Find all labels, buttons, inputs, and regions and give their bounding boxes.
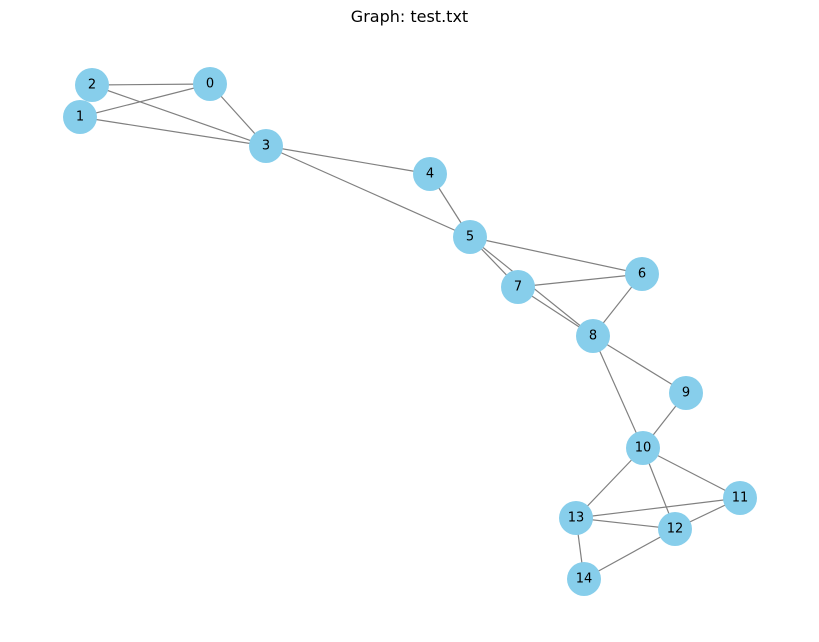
node-label-4: 4 [426,167,434,182]
node-circle-11 [723,481,757,515]
node-12: 12 [658,512,692,546]
edge-8-10 [592,335,644,449]
node-9: 9 [669,376,703,410]
node-label-12: 12 [667,522,684,537]
node-8: 8 [576,319,610,353]
edge-2-3 [91,84,267,147]
node-2: 2 [75,68,109,102]
node-circle-7 [501,270,535,304]
node-circle-14 [567,562,601,596]
node-label-11: 11 [732,491,749,506]
node-circle-3 [249,129,283,163]
node-circle-4 [413,157,447,191]
edge-1-3 [79,116,267,147]
node-circle-2 [75,68,109,102]
edges-layer [79,83,741,580]
node-circle-8 [576,319,610,353]
node-circle-0 [193,67,227,101]
node-0: 0 [193,67,227,101]
node-3: 3 [249,129,283,163]
node-10: 10 [626,431,660,465]
node-label-5: 5 [466,230,474,245]
edge-11-13 [575,497,741,519]
node-5: 5 [453,220,487,254]
node-circle-6 [625,257,659,291]
node-circle-5 [453,220,487,254]
node-1: 1 [63,100,97,134]
graph-title: Graph: test.txt [350,7,469,26]
node-7: 7 [501,270,535,304]
edge-8-9 [592,335,687,394]
node-13: 13 [559,501,593,535]
edge-6-7 [517,273,643,288]
edge-0-2 [91,83,211,86]
node-label-9: 9 [682,386,690,401]
node-14: 14 [567,562,601,596]
node-4: 4 [413,157,447,191]
node-label-0: 0 [206,77,214,92]
node-label-7: 7 [514,280,522,295]
node-circle-12 [658,512,692,546]
node-circle-13 [559,501,593,535]
node-label-10: 10 [635,441,652,456]
node-label-6: 6 [638,267,646,282]
node-circle-1 [63,100,97,134]
node-label-8: 8 [589,329,597,344]
edge-0-1 [79,83,211,118]
edge-5-6 [469,236,643,275]
edge-3-5 [265,145,471,238]
node-label-14: 14 [576,572,593,587]
node-11: 11 [723,481,757,515]
node-label-13: 13 [568,511,585,526]
edge-12-14 [583,528,676,580]
node-label-3: 3 [262,139,270,154]
node-label-2: 2 [88,78,96,93]
node-label-1: 1 [76,110,84,125]
node-6: 6 [625,257,659,291]
node-circle-10 [626,431,660,465]
node-circle-9 [669,376,703,410]
edge-10-11 [642,447,741,499]
edge-3-4 [265,145,431,175]
